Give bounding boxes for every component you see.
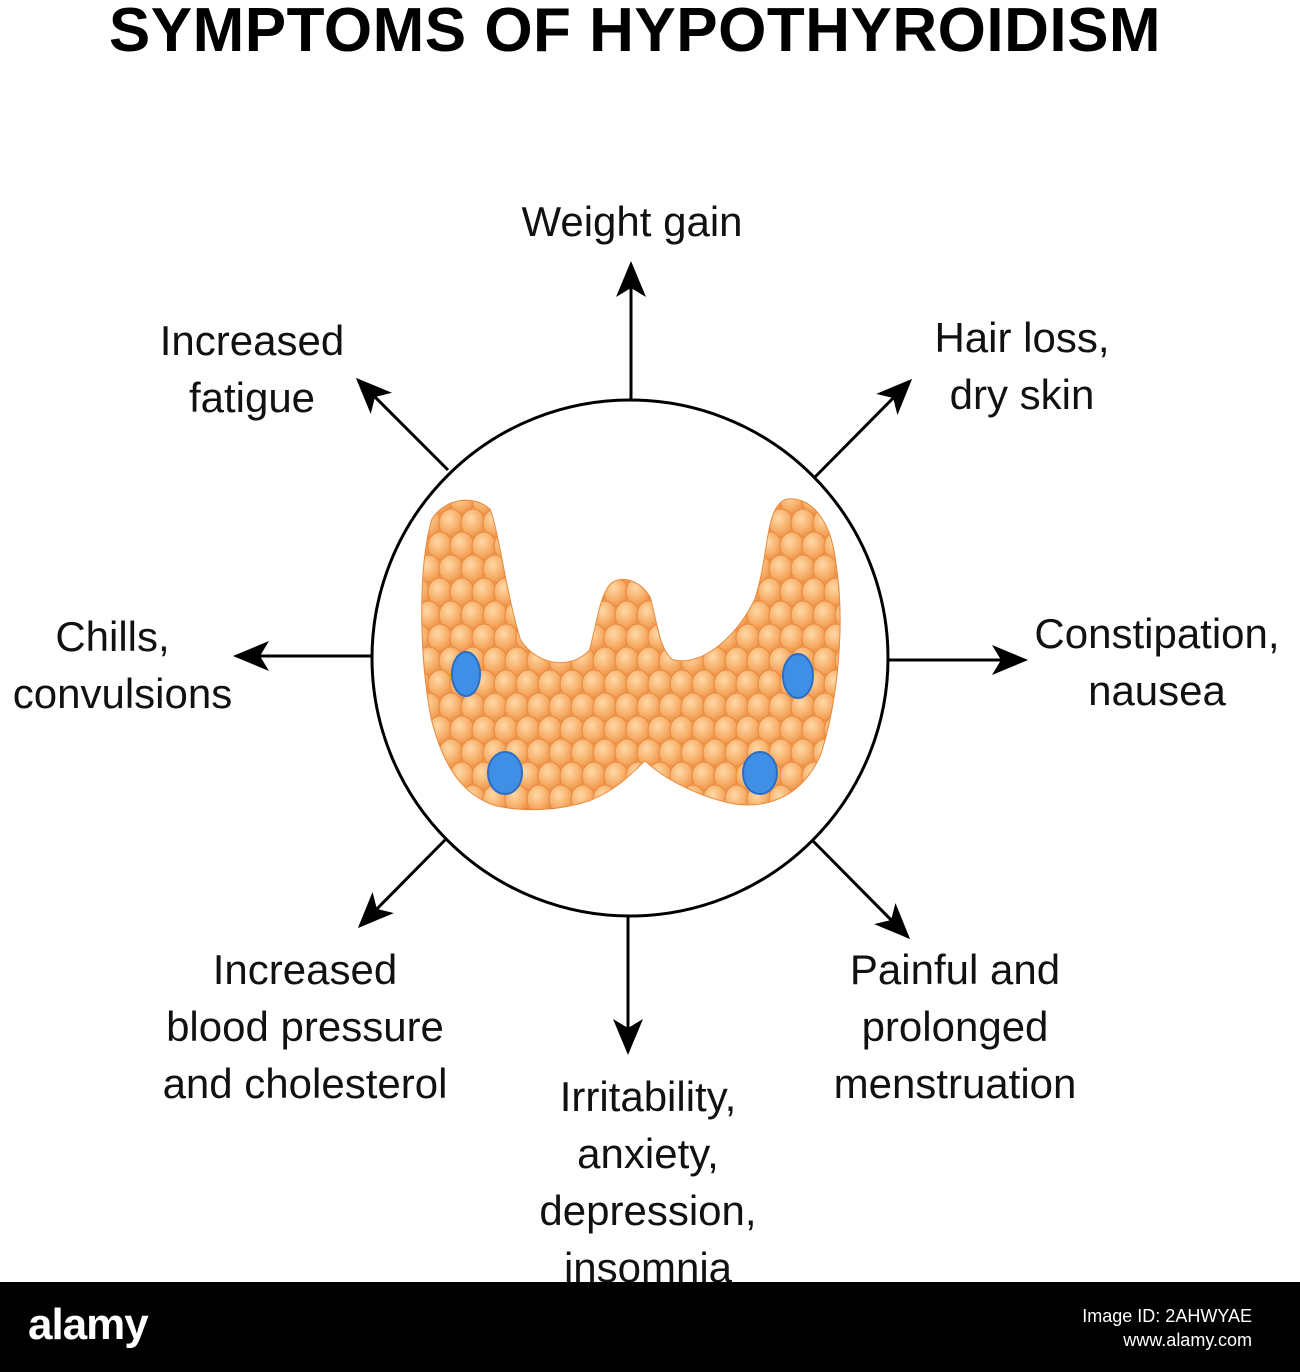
- gland-cell: [834, 646, 840, 676]
- symptom-line: Chills,: [55, 613, 170, 660]
- symptom-line: fatigue: [188, 374, 316, 421]
- symptom-line: Constipation,: [1034, 610, 1280, 657]
- symptom-line: Increased: [212, 946, 398, 993]
- page-title: SYMPTOMS OF HYPOTHYROIDISM: [108, 0, 1162, 65]
- arrow-down-right: [810, 838, 911, 940]
- symptom-line: Irritability,: [559, 1073, 737, 1120]
- symptom-menstruation: Painful and prolonged menstruation: [800, 941, 1110, 1112]
- image-url-line: www.alamy.com: [1123, 1330, 1252, 1350]
- symptom-hair-loss: Hair loss, dry skin: [892, 309, 1152, 423]
- gland-cell: [834, 600, 840, 630]
- gland-cell: [834, 554, 840, 584]
- symptom-irritability: Irritability, anxiety, depression, insom…: [498, 1068, 798, 1296]
- symptom-blood-pressure: Increased blood pressure and cholesterol: [135, 941, 475, 1112]
- nodule: [487, 751, 523, 795]
- symptom-line: blood pressure: [166, 1003, 444, 1050]
- symptom-line: depression,: [539, 1187, 757, 1234]
- brand-logo: alamy: [28, 1300, 149, 1349]
- symptom-line: Increased: [159, 317, 345, 364]
- arrow-up-left: [355, 377, 450, 472]
- image-id: Image ID: 2AHWYAE www.alamy.com: [1082, 1304, 1252, 1352]
- symptom-line: prolonged: [861, 1003, 1049, 1050]
- symptom-weight-gain: Weight gain: [482, 193, 782, 250]
- arrow-down-left: [357, 838, 447, 929]
- symptom-line: menstruation: [833, 1060, 1077, 1107]
- symptom-constipation: Constipation, nausea: [1017, 605, 1297, 719]
- nodule: [782, 653, 814, 699]
- gland-cell: [823, 623, 840, 653]
- symptom-line: Painful and: [849, 946, 1061, 993]
- symptom-line: nausea: [1088, 667, 1226, 714]
- nodule: [742, 751, 778, 795]
- symptom-chills: Chills, convulsions: [0, 608, 245, 722]
- gland-cell: [823, 577, 840, 607]
- symptom-line: dry skin: [949, 371, 1095, 418]
- symptom-line: Weight gain: [521, 198, 743, 245]
- symptom-line: convulsions: [12, 670, 233, 717]
- symptom-diagram: [233, 261, 1028, 1055]
- symptom-line: Hair loss,: [934, 314, 1110, 361]
- symptom-line: anxiety,: [577, 1130, 719, 1177]
- footer-bar: alamy Image ID: 2AHWYAE www.alamy.com: [0, 1282, 1300, 1372]
- nodule: [451, 651, 481, 697]
- arrow-up-right: [813, 378, 913, 479]
- symptom-line: and cholesterol: [162, 1060, 448, 1107]
- symptom-fatigue: Increased fatigue: [122, 312, 382, 426]
- image-id-line: Image ID: 2AHWYAE: [1082, 1306, 1252, 1326]
